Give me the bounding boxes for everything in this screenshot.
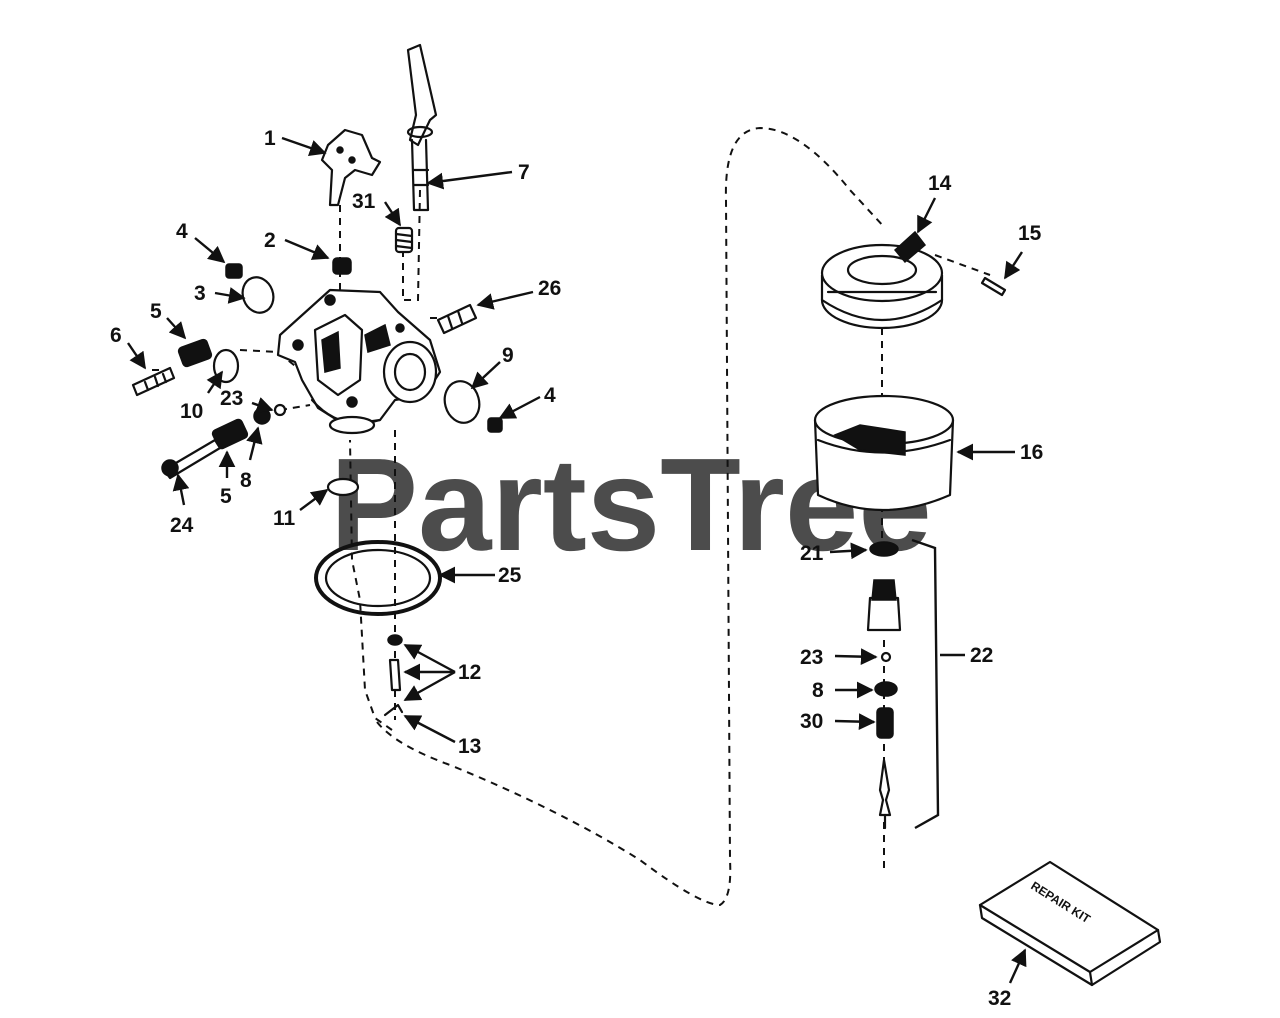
part-30-spring [876, 707, 894, 739]
carburetor-body [276, 288, 442, 435]
callout-2: 2 [264, 229, 276, 252]
bracket-22 [911, 538, 940, 830]
callout-32: 32 [988, 987, 1011, 1010]
part-4-screw-lower [487, 417, 503, 433]
callout-31: 31 [352, 190, 376, 213]
part-13-clip [383, 703, 404, 717]
part-5-spring-upper [177, 338, 213, 368]
callout-21: 21 [800, 542, 824, 565]
callout-5-upper: 5 [150, 300, 162, 323]
part-8-seal-right [874, 681, 898, 697]
part-8-seal [253, 407, 271, 425]
part-7-shaft-lever [406, 43, 438, 212]
callout-4-lower: 4 [544, 384, 556, 407]
part-24-needle [161, 438, 222, 480]
callout-13: 13 [458, 735, 481, 758]
callout-23-right: 23 [800, 646, 823, 669]
part-12-pins [387, 634, 403, 692]
callout-1: 1 [264, 127, 276, 150]
part-3-disc [241, 276, 275, 314]
callout-7: 7 [518, 161, 530, 184]
callout-14: 14 [928, 172, 952, 195]
callout-8-left: 8 [240, 469, 252, 492]
part-16-bowl [813, 394, 955, 512]
needle-screw-right [878, 758, 892, 830]
part-22-seat-assembly [866, 579, 902, 632]
callout-25: 25 [498, 564, 522, 587]
part-15-pin [980, 276, 1007, 297]
callout-3: 3 [194, 282, 206, 305]
callout-9: 9 [502, 344, 514, 367]
callout-12: 12 [458, 661, 481, 684]
callout-24: 24 [170, 514, 194, 537]
part-32-repair-kit: REPAIR KIT [978, 860, 1162, 987]
part-6-screw [131, 366, 176, 397]
part-31-spring [394, 226, 414, 254]
callout-22: 22 [970, 644, 993, 667]
leader-arrows [127, 136, 1027, 984]
callout-16: 16 [1020, 441, 1043, 464]
part-21-washer [869, 541, 899, 557]
part-4-screw-upper [225, 263, 243, 279]
callout-4-upper: 4 [176, 220, 188, 243]
part-1-bracket [320, 128, 382, 207]
callout-23-left: 23 [220, 387, 243, 410]
callout-6: 6 [110, 324, 122, 347]
assembly-dashed-lines [152, 126, 991, 907]
callout-10: 10 [180, 400, 203, 423]
callout-labels: 1 2 3 4 5 6 7 31 26 9 4 10 23 8 5 24 11 … [110, 127, 1043, 1010]
part-2-spring [332, 257, 352, 275]
callout-8-right: 8 [812, 679, 824, 702]
part-11-disc [326, 477, 360, 497]
part-23-washer [273, 403, 287, 417]
callout-30: 30 [800, 710, 823, 733]
part-14-float [820, 230, 944, 330]
callout-5-lower: 5 [220, 485, 232, 508]
callout-26: 26 [538, 277, 561, 300]
part-9-disc [443, 380, 481, 424]
part-26-jet [436, 303, 478, 335]
callout-15: 15 [1018, 222, 1042, 245]
part-23-oring-right [880, 651, 892, 663]
callout-11: 11 [273, 507, 296, 530]
